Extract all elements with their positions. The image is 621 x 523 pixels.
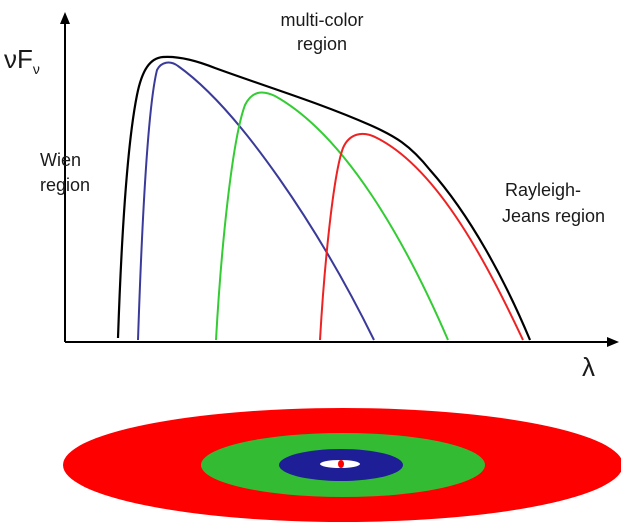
x-axis-arrowhead	[607, 337, 619, 347]
inner-annulus-spectrum-curve	[137, 61, 375, 341]
y-axis-arrowhead	[60, 12, 70, 24]
y-axis-label: νFν	[4, 44, 40, 77]
multicolor-region-label-line2: region	[297, 34, 347, 54]
wien-region-label-line1: Wien	[40, 150, 81, 170]
multicolor-region-label-line1: multi-color	[280, 10, 363, 30]
middle-annulus-spectrum-curve	[215, 91, 449, 341]
wien-region-label-line2: region	[40, 175, 90, 195]
central-object	[338, 460, 344, 468]
rayleigh-jeans-region-label-line1: Rayleigh-	[505, 180, 581, 200]
rayleigh-jeans-region-label-line2: Jeans region	[502, 206, 605, 226]
total-disk-spectrum-curve	[116, 55, 532, 341]
outer-annulus-spectrum-curve	[319, 132, 524, 341]
x-axis-label: λ	[582, 352, 595, 382]
